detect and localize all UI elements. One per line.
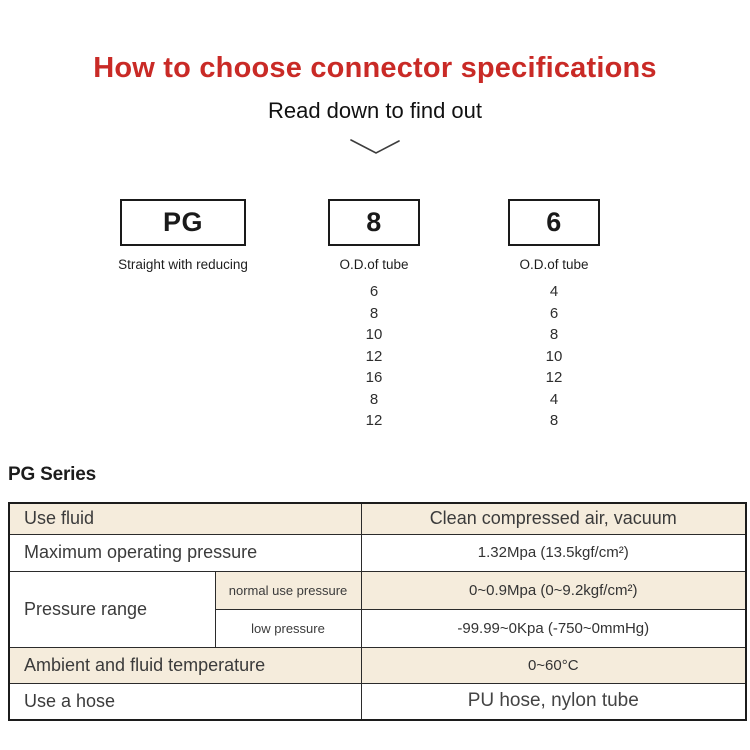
- tube-size-option: 8: [369, 304, 379, 322]
- tube-size-option: 8: [549, 326, 559, 343]
- tube-size-option: 6: [549, 304, 559, 322]
- spec-value-low-pressure: -99.99~0Kpa (-750~0mmHg): [360, 608, 747, 648]
- tube-size-option: 4: [549, 283, 559, 300]
- tube-size-option: 12: [545, 369, 563, 386]
- table-row: Ambient and fluid temperature 0~60°C: [8, 646, 747, 684]
- page-subtitle: Read down to find out: [267, 98, 483, 123]
- tube-size-option: 10: [545, 347, 563, 365]
- tube-size-option: 12: [365, 347, 383, 365]
- table-row: Use a hose PU hose, nylon tube: [8, 682, 747, 721]
- code-builder: PG Straight with reducing 8 O.D.of tube …: [0, 199, 750, 454]
- table-row: low pressure -99.99~0Kpa (-750~0mmHg): [9, 608, 747, 648]
- segment-body-type: PG Straight with reducing: [95, 199, 271, 281]
- segment-tube-od-1: 8 O.D.of tube 6 8 10 12 16 8 12: [314, 199, 434, 432]
- segment-caption: Straight with reducing: [118, 257, 248, 272]
- table-row: Pressure range normal use pressure 0~0.9…: [8, 570, 747, 648]
- chevron-down-icon: [0, 138, 750, 158]
- table-row: Use fluid Clean compressed air, vacuum: [8, 502, 747, 535]
- tube-size-options: 6 8 10 12 16 8 12: [314, 281, 434, 432]
- tube-size-option: 10: [365, 326, 383, 343]
- tube-size-options: 4 6 8 10 12 4 8: [494, 281, 614, 432]
- code-box-8: 8: [328, 199, 420, 246]
- spec-label-max-pressure: Maximum operating pressure: [8, 533, 362, 572]
- code-box-6: 6: [508, 199, 600, 246]
- tube-size-option: 12: [365, 412, 383, 429]
- spec-sublabel-normal-pressure: normal use pressure: [214, 570, 362, 610]
- spec-value-max-pressure: 1.32Mpa (13.5kgf/cm²): [360, 533, 747, 572]
- tube-size-option: 8: [549, 412, 559, 429]
- table-row: Maximum operating pressure 1.32Mpa (13.5…: [8, 533, 747, 572]
- segment-caption: O.D.of tube: [519, 257, 589, 272]
- tube-size-option: 8: [369, 390, 379, 408]
- spec-label-temperature: Ambient and fluid temperature: [8, 646, 362, 684]
- header: How to choose connector specifications R…: [0, 52, 750, 158]
- segment-caption: O.D.of tube: [339, 257, 409, 272]
- spec-label-use-fluid: Use fluid: [8, 502, 362, 535]
- tube-size-option: 6: [369, 283, 379, 300]
- spec-value-use-fluid: Clean compressed air, vacuum: [360, 502, 747, 535]
- tube-size-option: 4: [549, 390, 559, 408]
- spec-sublabel-low-pressure: low pressure: [214, 608, 362, 648]
- spec-label-hose: Use a hose: [8, 682, 362, 721]
- spec-table: Use fluid Clean compressed air, vacuum M…: [8, 502, 747, 721]
- tube-size-option: 16: [365, 369, 383, 386]
- code-box-pg: PG: [120, 199, 246, 246]
- spec-label-pressure-range: Pressure range: [8, 570, 216, 648]
- spec-value-hose: PU hose, nylon tube: [360, 682, 747, 721]
- segment-tube-od-2: 6 O.D.of tube 4 6 8 10 12 4 8: [494, 199, 614, 432]
- spec-value-normal-pressure: 0~0.9Mpa (0~9.2kgf/cm²): [360, 570, 747, 610]
- page-title: How to choose connector specifications: [93, 52, 657, 84]
- series-heading: PG Series: [8, 464, 96, 485]
- spec-value-temperature: 0~60°C: [360, 646, 747, 684]
